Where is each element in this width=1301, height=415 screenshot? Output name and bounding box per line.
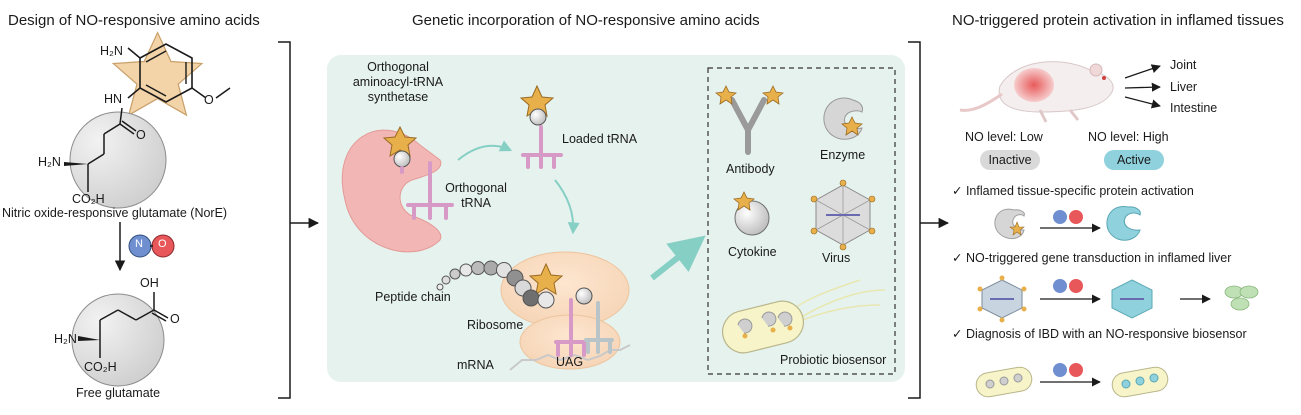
chem-o-methoxy: O: [204, 93, 214, 107]
chem-o-acid: O: [170, 312, 180, 326]
active-badge: Active: [1104, 150, 1164, 170]
sidechain-sphere-1: [69, 111, 167, 209]
check-ibd-diagnosis: ✓ Diagnosis of IBD with an NO-responsive…: [952, 327, 1247, 341]
right-panel-title: NO-triggered protein activation in infla…: [952, 12, 1284, 29]
mouse-illustration: [959, 61, 1114, 123]
no-o-left: O: [158, 238, 167, 250]
aryl-star-shape: [111, 31, 204, 117]
free-glutamate-label: Free glutamate: [76, 386, 161, 400]
codon-label: UAG: [556, 355, 584, 369]
antibody-label: Antibody: [726, 162, 775, 176]
no-level-low: NO level: Low: [965, 130, 1043, 144]
teal-arrow-2: [554, 179, 580, 235]
loaded-trna-label: Loaded tRNA: [562, 132, 638, 146]
mrna-strand: [509, 344, 631, 371]
enzyme-label: Enzyme: [820, 148, 866, 162]
synthetase-shape: [341, 129, 442, 253]
teal-arrow-1: [457, 140, 513, 161]
left-bracket: [278, 41, 291, 399]
chem-h2n-aryl: H₂N: [100, 44, 123, 58]
chem-h2n-alpha-1: H₂N: [38, 155, 61, 169]
inactive-badge: Inactive: [980, 150, 1040, 170]
middle-panel-title: Genetic incorporation of NO-responsive a…: [412, 12, 760, 29]
transduced-cells: [1224, 285, 1259, 311]
no-n-left: N: [135, 238, 143, 250]
peptide-chain-label: Peptide chain: [375, 290, 451, 304]
mrna-label: mRNA: [457, 358, 494, 372]
chem-co2h-1: CO₂H: [72, 192, 105, 206]
no-level-high: NO level: High: [1088, 130, 1169, 144]
nore-label: Nitric oxide-responsive glutamate (NorE): [2, 206, 228, 220]
incorporation-panel-bg: [327, 55, 905, 382]
chem-o-carbonyl: O: [136, 128, 146, 142]
examples-dashed-box: [707, 67, 896, 375]
ribosome-label: Ribosome: [467, 318, 524, 332]
biosensor-label: Probiotic biosensor: [780, 353, 887, 367]
check-protein-activation: ✓ Inflamed tissue-specific protein activ…: [952, 184, 1194, 198]
check-gene-transduction: ✓ NO-triggered gene transduction in infl…: [952, 251, 1232, 265]
virus-label: Virus: [822, 251, 851, 265]
left-panel-title: Design of NO-responsive amino acids: [8, 12, 260, 29]
antibody-shape: [729, 97, 767, 155]
nore-structure: [64, 31, 231, 209]
active-protein: [1106, 206, 1141, 241]
no-molecule-left: [128, 234, 175, 258]
chem-h2n-alpha-2: H₂N: [54, 332, 77, 346]
tissue-liver: Liver: [1170, 80, 1198, 94]
chem-co2h-2: CO₂H: [84, 360, 117, 374]
chem-nh: HN: [104, 92, 123, 106]
glutamate-structure: [71, 292, 169, 387]
biosensor-bacterium: [721, 279, 886, 354]
synthetase-label: Orthogonal aminoacyl-tRNA synthetase: [352, 60, 444, 104]
orthogonal-trna: [400, 161, 454, 220]
teal-arrow-3: [650, 235, 706, 281]
chem-oh: OH: [140, 276, 159, 290]
cytokine-label: Cytokine: [728, 245, 777, 259]
right-bracket: [908, 41, 921, 399]
tissue-intestine: Intestine: [1170, 101, 1218, 115]
loaded-trna: [521, 125, 563, 169]
peptide-chain: [436, 260, 555, 309]
orthogonal-trna-label: Orthogonal tRNA: [445, 181, 507, 210]
tissue-joint: Joint: [1170, 58, 1197, 72]
